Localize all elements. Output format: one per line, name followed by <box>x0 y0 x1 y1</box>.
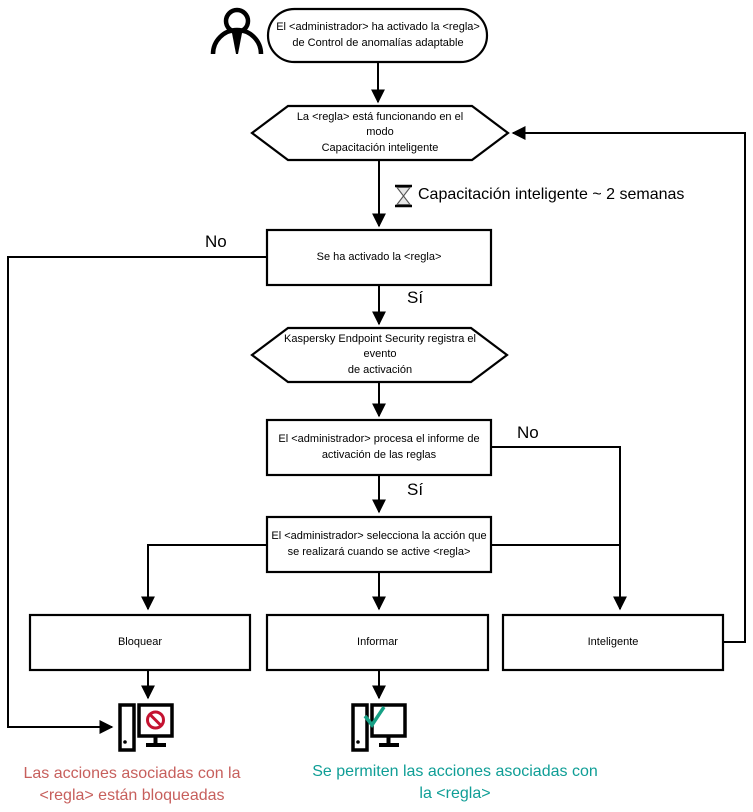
computer-tower <box>118 703 136 752</box>
result-allowed-label: Se permiten las acciones asociadas con l… <box>312 763 598 802</box>
node-report-label: El <administrador> procesa el informe de… <box>278 433 480 461</box>
tower-power-light <box>123 740 127 744</box>
edge-label-yes-2: Sí <box>407 480 424 499</box>
edge-report-no <box>491 446 627 611</box>
hourglass-icon <box>395 184 412 208</box>
edge-action-to-block <box>141 544 267 611</box>
edge-label-yes-1: Sí <box>407 288 424 307</box>
node-smart-shape <box>501 613 725 672</box>
node-triggered-label: Se ha activado la <regla> <box>316 250 442 263</box>
result-blocked-label: Las acciones asociadas con la <regla> es… <box>23 765 241 804</box>
node-logs-label: Kaspersky Endpoint Security registra el … <box>284 332 476 376</box>
node-shapes <box>28 7 725 672</box>
node-mode-shape <box>250 104 510 162</box>
node-triggered-shape <box>265 228 493 287</box>
prohibition-icon <box>146 710 165 730</box>
computer-tower <box>351 703 369 752</box>
tower-power-light <box>356 740 360 744</box>
node-report-shape <box>265 418 493 477</box>
node-start-shape <box>266 7 489 64</box>
edge-triggered-no-feedback <box>7 256 267 734</box>
node-logs-shape <box>250 326 509 384</box>
node-smart-label: Inteligente <box>587 635 639 648</box>
edge-smart-feedback <box>511 126 746 643</box>
edge-label-no-1: No <box>205 232 227 251</box>
connectors <box>7 62 746 734</box>
person-icon <box>210 7 264 55</box>
node-block-shape <box>28 613 252 672</box>
node-block-label: Bloquear <box>117 635 163 648</box>
node-start-label: El <administrador> ha activado la <regla… <box>276 21 480 49</box>
node-mode-label: La <regla> está funcionando en el modo C… <box>296 110 464 154</box>
node-action-label: El <administrador> selecciona la acción … <box>271 530 487 558</box>
node-inform-shape <box>265 613 490 672</box>
computer-allowed-icon <box>351 703 407 752</box>
node-action-shape <box>265 515 493 574</box>
training-duration-label: Capacitación inteligente ~ 2 semanas <box>418 186 685 203</box>
node-inform-label: Informar <box>357 635 398 648</box>
edge-label-no-2: No <box>517 423 539 442</box>
checkmark-icon <box>363 706 386 728</box>
computer-monitor <box>370 703 407 738</box>
computer-blocked-icon <box>118 703 174 752</box>
